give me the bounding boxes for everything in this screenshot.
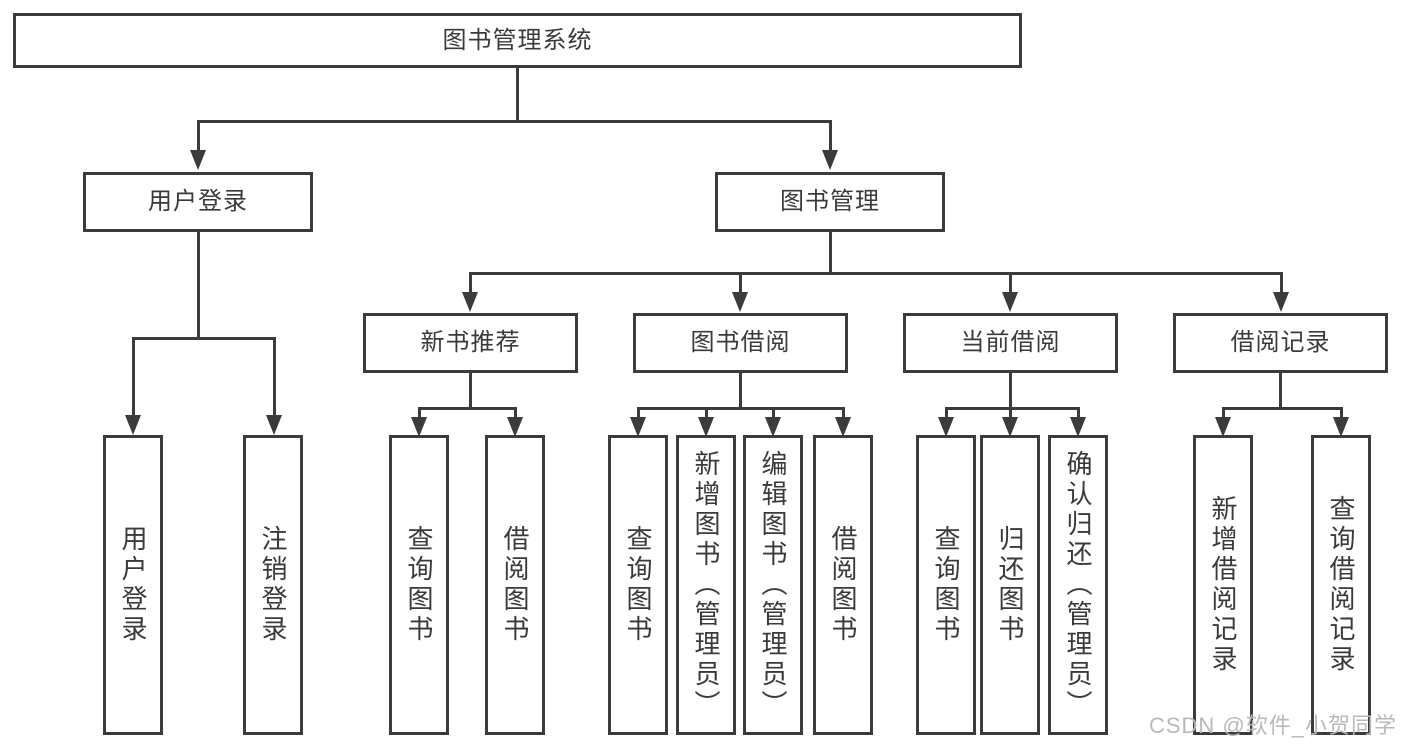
arrow-down-icon	[190, 150, 206, 170]
edge-line	[829, 120, 832, 150]
edge-line	[132, 337, 135, 415]
edge-line	[637, 407, 640, 417]
arrow-down-icon	[1273, 292, 1289, 312]
edge-line	[772, 407, 775, 417]
edge-line	[470, 272, 1282, 275]
edge-line	[418, 407, 421, 417]
csdn-watermark: CSDN @软件_小贺同学	[1148, 713, 1397, 738]
edge-line	[1222, 407, 1225, 417]
edge-line	[829, 232, 832, 272]
leaf-current-return-books: 归还图书	[980, 435, 1040, 735]
edge-line	[842, 407, 845, 417]
arrow-down-icon	[1070, 417, 1086, 437]
node-book-management: 图书管理	[715, 172, 945, 232]
node-user-login: 用户登录	[83, 172, 313, 232]
arrow-down-icon	[765, 417, 781, 437]
node-book-borrowing: 图书借阅	[633, 313, 848, 373]
leaf-logout: 注销登录	[243, 435, 303, 735]
leaf-borrowing-borrow-books: 借阅图书	[813, 435, 873, 735]
node-library-management-system: 图书管理系统	[13, 13, 1022, 68]
arrow-down-icon	[462, 292, 478, 312]
edge-line	[945, 407, 948, 417]
edge-line	[197, 120, 831, 123]
arrow-down-icon	[1215, 417, 1231, 437]
edge-line	[514, 407, 517, 417]
arrow-down-icon	[507, 417, 523, 437]
edge-line	[1077, 407, 1080, 417]
leaf-records-add-record: 新增借阅记录	[1193, 435, 1253, 735]
node-current-borrowing: 当前借阅	[903, 313, 1118, 373]
arrow-down-icon	[411, 417, 427, 437]
leaf-borrowing-query-books: 查询图书	[608, 435, 668, 735]
edge-line	[273, 337, 276, 415]
leaf-current-confirm-return-admin: 确认归还（管理员）	[1048, 435, 1108, 735]
node-new-book-recommend: 新书推荐	[363, 313, 578, 373]
arrow-down-icon	[125, 415, 141, 435]
leaf-borrowing-add-books-admin: 新增图书（管理员）	[676, 435, 736, 735]
edge-line	[1279, 373, 1282, 407]
leaf-newbooks-query-books: 查询图书	[389, 435, 449, 735]
leaf-records-query-record: 查询借阅记录	[1311, 435, 1371, 735]
edge-line	[1340, 407, 1343, 417]
edge-line	[946, 407, 1079, 410]
edge-line	[469, 272, 472, 292]
leaf-newbooks-borrow-books: 借阅图书	[485, 435, 545, 735]
edge-line	[516, 68, 519, 120]
leaf-borrowing-edit-books-admin: 编辑图书（管理员）	[743, 435, 803, 735]
arrow-down-icon	[1002, 292, 1018, 312]
arrow-down-icon	[732, 292, 748, 312]
leaf-user-login: 用户登录	[103, 435, 163, 735]
arrow-down-icon	[266, 415, 282, 435]
edge-line	[1009, 272, 1012, 292]
edge-line	[1280, 272, 1283, 292]
edge-line	[469, 373, 472, 407]
arrow-down-icon	[1333, 417, 1349, 437]
arrow-down-icon	[938, 417, 954, 437]
edge-line	[705, 407, 708, 417]
edge-line	[1223, 407, 1342, 410]
edge-line	[197, 232, 200, 337]
edge-line	[1009, 407, 1012, 417]
arrow-down-icon	[835, 417, 851, 437]
edge-line	[197, 120, 200, 150]
edge-line	[419, 407, 516, 410]
edge-line	[133, 337, 275, 340]
edge-line	[739, 373, 742, 407]
edge-line	[638, 407, 844, 410]
node-borrow-records: 借阅记录	[1173, 313, 1388, 373]
edge-line	[1009, 373, 1012, 407]
leaf-current-query-books: 查询图书	[916, 435, 976, 735]
arrow-down-icon	[630, 417, 646, 437]
arrow-down-icon	[698, 417, 714, 437]
edge-line	[739, 272, 742, 292]
arrow-down-icon	[822, 150, 838, 170]
arrow-down-icon	[1002, 417, 1018, 437]
